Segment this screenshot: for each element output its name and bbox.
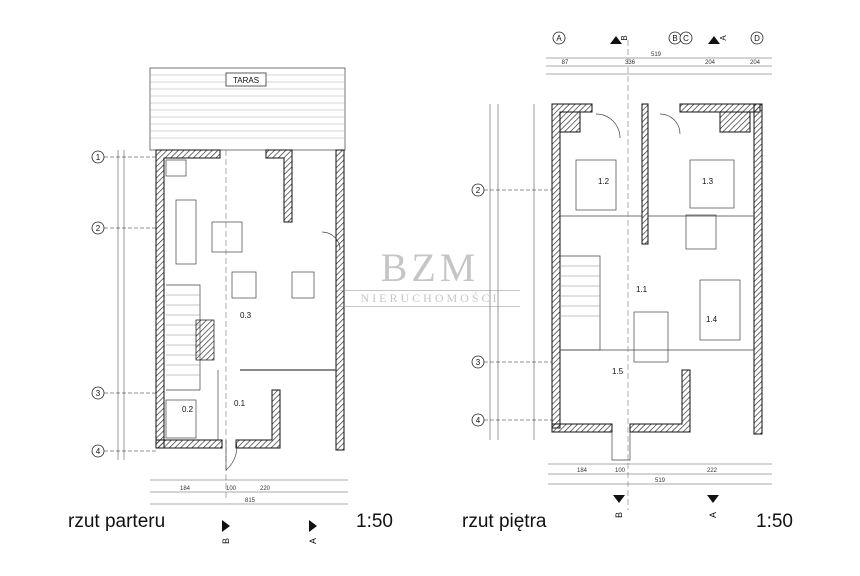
- section-label-b: B: [221, 538, 231, 544]
- dim-text: 222: [707, 468, 718, 474]
- dim-text: 100: [226, 486, 237, 492]
- upper-axis-label-3: 3: [476, 358, 481, 367]
- upper-room-labels: 1.2 1.3 1.1 1.4 1.5: [598, 177, 718, 376]
- room-label-1-5: 1.5: [612, 367, 624, 376]
- ground-room-labels: 0.3 0.2 0.1: [182, 311, 252, 414]
- dim-text: 204: [750, 60, 761, 66]
- dim-text: 220: [260, 486, 271, 492]
- dim-text: 336: [625, 60, 636, 66]
- upper-axis-label-4: 4: [476, 416, 481, 425]
- upper-outer-walls: [551, 103, 763, 435]
- ground-outer-walls: [155, 149, 345, 451]
- ground-floor-caption: rzut parteru: [68, 511, 166, 532]
- upper-top-section-arrows: [610, 36, 720, 44]
- room-label-0-2: 0.2: [182, 405, 194, 414]
- upper-floor-caption: rzut piętra: [462, 511, 547, 532]
- dim-text: 204: [705, 60, 716, 66]
- top-axis-c: C: [683, 34, 689, 43]
- upper-section-markers: [613, 495, 719, 503]
- upper-left-dimensions: [489, 104, 535, 440]
- room-label-1-1: 1.1: [636, 285, 648, 294]
- dim-text: 815: [245, 498, 256, 504]
- ground-dimensions: [117, 150, 348, 505]
- ground-floor-scale: 1:50: [356, 511, 393, 532]
- upper-floor-scale: 1:50: [756, 511, 793, 532]
- upper-top-dimensions: [546, 57, 772, 75]
- upper-interior: [560, 40, 754, 510]
- room-label-1-3: 1.3: [702, 177, 714, 186]
- axis-label-2: 2: [96, 224, 101, 233]
- top-section-a: A: [719, 35, 728, 41]
- room-label-1-4: 1.4: [706, 315, 718, 324]
- axis-label-3: 3: [96, 389, 101, 398]
- upper-axis-label-2: 2: [476, 186, 481, 195]
- dim-text: 519: [651, 52, 662, 58]
- upper-axis-markers: [471, 183, 485, 427]
- ground-floor-plan: TARAS: [91, 67, 348, 544]
- dim-text: 100: [615, 468, 626, 474]
- axis-label-1: 1: [96, 153, 101, 162]
- upper-top-axes: [552, 31, 764, 45]
- top-axis-b: B: [672, 34, 677, 43]
- top-section-b: B: [620, 35, 629, 40]
- dim-text: 184: [577, 468, 588, 474]
- upper-top-dimension-texts: 519 87 336 204 204: [562, 52, 761, 66]
- room-label-0-1: 0.1: [234, 399, 246, 408]
- terrace-label: TARAS: [233, 76, 259, 85]
- axis-label-4: 4: [96, 447, 101, 456]
- dim-text: 519: [655, 478, 666, 484]
- upper-bottom-dimension-texts: 184 100 222 519: [577, 468, 718, 484]
- top-axis-d: D: [754, 34, 760, 43]
- upper-bottom-dimensions: [548, 463, 772, 485]
- ground-axis-markers: [91, 150, 156, 458]
- ground-section-markers: [222, 520, 317, 532]
- dim-text: 87: [562, 60, 569, 66]
- terrace: [149, 67, 346, 151]
- room-label-1-2: 1.2: [598, 177, 610, 186]
- ground-interior: [165, 150, 341, 500]
- upper-section-label-b: B: [614, 512, 624, 518]
- section-label-a: A: [308, 538, 318, 544]
- dim-text: 184: [180, 486, 191, 492]
- top-axis-a: A: [556, 34, 562, 43]
- ground-bottom-dimension-texts: 184 100 220 815: [180, 486, 271, 504]
- upper-section-label-a: A: [708, 512, 718, 518]
- upper-floor-plan: A B B C A D 519 87 336 204 204: [471, 31, 772, 518]
- room-label-0-3: 0.3: [240, 311, 252, 320]
